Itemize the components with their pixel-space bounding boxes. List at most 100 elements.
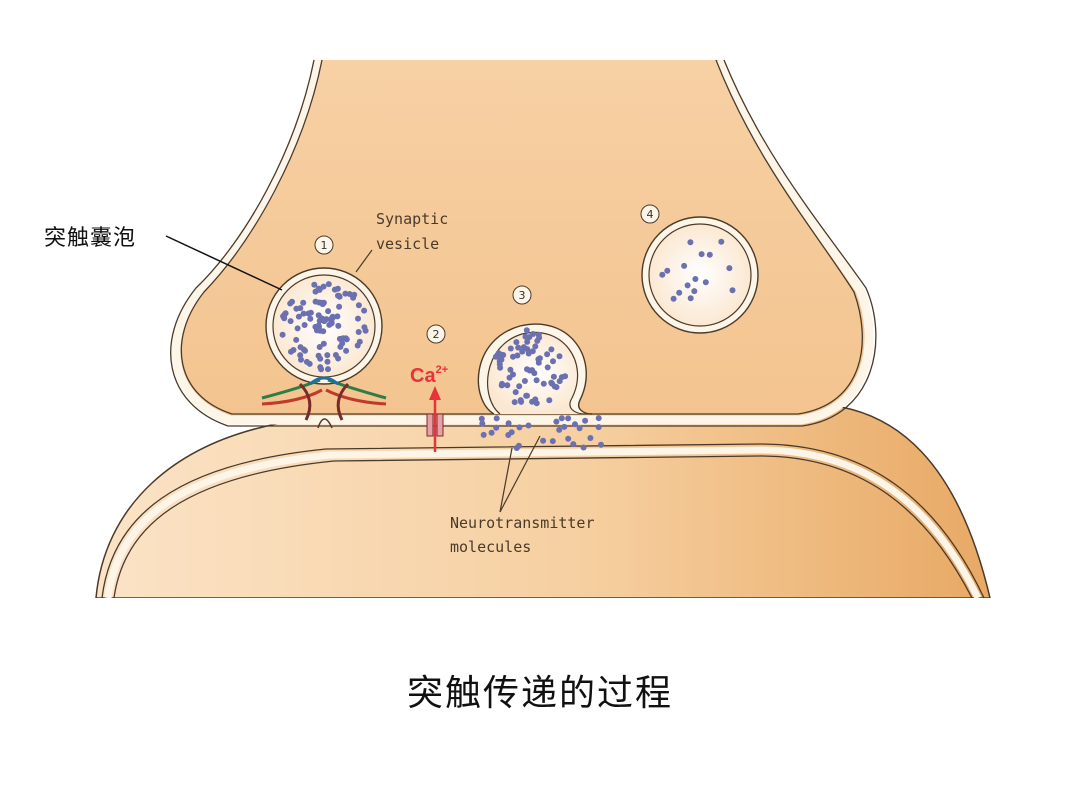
neurotransmitter-dot (702, 279, 709, 286)
neurotransmitter-dot (535, 359, 542, 366)
neurotransmitter-dot (508, 429, 515, 436)
neurotransmitter-dot (692, 276, 699, 282)
neurotransmitter-dot (288, 348, 294, 355)
step-marker-2: 2 (426, 324, 446, 344)
neurotransmitter-dot (339, 340, 346, 347)
neurotransmitter-dot (718, 238, 725, 245)
neurotransmitter-dot (670, 295, 677, 302)
neurotransmitter-dot (570, 441, 577, 448)
neurotransmitter-dot (681, 262, 688, 269)
neurotransmitter-dot (324, 358, 331, 365)
neurotransmitter-dot (478, 415, 485, 422)
neurotransmitter-dot (343, 347, 350, 354)
neurotransmitter-dot (520, 344, 527, 351)
neurotransmitter-dot (565, 435, 572, 442)
neurotransmitter-dot (659, 271, 666, 278)
neurotransmitter-dot (515, 442, 522, 449)
neurotransmitter-dot (534, 337, 541, 344)
synaptic-vesicle-label-line1: Synaptic (376, 210, 448, 228)
neurotransmitter-dot (595, 424, 602, 431)
neurotransmitter-dot (279, 331, 286, 338)
svg-text:3: 3 (519, 289, 526, 302)
vesicle-cn-leader-line (165, 235, 283, 291)
neurotransmitter-dot (536, 355, 543, 362)
neurotransmitter-dot (298, 356, 304, 363)
neurotransmitter-dot (355, 302, 362, 309)
neurotransmitter-dot (320, 283, 327, 290)
neurotransmitter-dot (300, 310, 307, 317)
neurotransmitter-dot (493, 424, 500, 431)
synaptic-vesicle-cn-label: 突触囊泡 (44, 226, 137, 251)
diagram-caption: 突触传递的过程 (406, 673, 673, 714)
step-marker-3: 3 (512, 285, 532, 305)
svg-text:4: 4 (647, 208, 654, 221)
neurotransmitter-dot (325, 366, 331, 373)
neurotransmitter-dot (493, 415, 500, 422)
neurotransmitter-dot (332, 352, 339, 358)
neurotransmitter-dot (595, 415, 602, 422)
neurotransmitter-dot (301, 322, 308, 328)
neurotransmitter-dot (548, 379, 555, 386)
neurotransmitter-dot (524, 366, 530, 373)
step-marker-1: 1 (314, 235, 334, 255)
neurotransmitter-dot (355, 329, 362, 335)
neurotransmitter-dot (516, 424, 523, 431)
neurotransmitter-dot (312, 323, 319, 330)
neurotransmitter-dot (556, 426, 563, 433)
neurotransmitter-dot (544, 351, 551, 358)
neurotransmitter-dot (540, 380, 547, 387)
neurotransmitter-dot (523, 327, 530, 334)
neurotransmitter-dot (318, 366, 325, 373)
neurotransmitter-dot (525, 422, 532, 429)
neurotransmitter-dot (317, 327, 324, 334)
neurotransmitter-dot (549, 438, 556, 445)
neurotransmitter-dot (340, 335, 347, 342)
neurotransmitter-dot (317, 355, 324, 362)
neurotransmitter-dot (698, 251, 705, 258)
neurotransmitter-dot (546, 397, 553, 404)
neurotransmitter-dot (505, 420, 512, 427)
neurotransmitter-dot (496, 361, 503, 368)
neurotransmitter-dot (533, 377, 540, 384)
neurotransmitter-dot (329, 313, 336, 320)
neurotransmitter-dot (687, 239, 694, 246)
neurotransmitter-dot (361, 324, 368, 331)
synaptic-vesicle-leader-line (355, 249, 373, 273)
neurotransmitter-dot (479, 420, 486, 427)
neurotransmitter-dot (565, 415, 572, 422)
neurotransmitter-dot (676, 289, 683, 296)
neurotransmitter-dot (540, 437, 547, 444)
neurotransmitter-dot (311, 281, 318, 288)
neurotransmitter-dot (532, 343, 539, 350)
neurotransmitter-dot (550, 358, 556, 365)
neurotransmitter-dot (361, 307, 368, 314)
neurotransmitter-dot (535, 331, 542, 338)
neurotransmitter-dot (562, 373, 569, 380)
neurotransmitter-dot (316, 344, 323, 350)
neurotransmitter-dot (297, 352, 304, 359)
neurotransmitter-dot (280, 313, 287, 320)
neurotransmitter-dot (297, 344, 304, 351)
released-neurotransmitter-dots (478, 415, 604, 451)
vesicle-3 (477, 323, 593, 415)
neurotransmitter-dot (307, 315, 314, 322)
neurotransmitter-dot (293, 305, 300, 312)
neurotransmitter-dot (488, 429, 495, 436)
vesicle-3-neurotransmitter-dots (492, 327, 569, 407)
neurotransmitter-dot (315, 285, 322, 292)
neurotransmitter-dot (350, 294, 357, 301)
neurotransmitter-dot (521, 378, 528, 384)
neurotransmitter-dot (480, 431, 487, 438)
neurotransmitter-dot (335, 322, 342, 329)
neurotransmitter-dot (497, 351, 504, 358)
neurotransmitter-dot (512, 389, 519, 396)
neurotransmitter-dot (315, 312, 322, 319)
neurotransmitter-dot (576, 425, 583, 432)
neurotransmitter-dot (664, 267, 671, 274)
neurotransmitter-dot (510, 371, 516, 378)
neurotransmitter-dot (325, 308, 332, 315)
postsynaptic-neuron (90, 403, 996, 604)
neurotransmitter-dot (516, 383, 523, 390)
neurotransmitter-dot (687, 295, 694, 302)
neurotransmitter-dot (328, 320, 335, 327)
